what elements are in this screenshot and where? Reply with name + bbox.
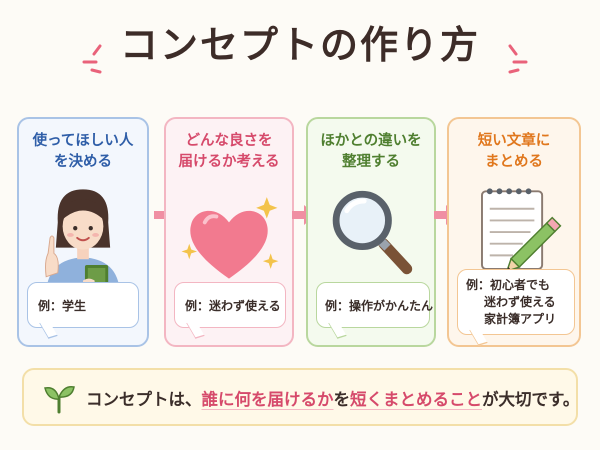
student-illustration-icon	[45, 189, 120, 293]
step-title: どんな良さを 届けるか考える	[178, 133, 280, 170]
sparkle-icon	[508, 44, 528, 74]
heart-icon	[181, 197, 279, 279]
step-title: 短い文章に まとめる	[477, 133, 551, 170]
step-card-target-user: 使ってほしい人 を決める 例：学生	[17, 117, 149, 347]
summary-text: コンセプトは、誰に何を届けるかを短くまとめることが大切です。	[86, 390, 580, 409]
summary-highlight: 誰に何を届けるか	[201, 390, 334, 409]
step-card-difference: ほかとの違いを 整理する 例：操作がかんたん	[306, 117, 436, 347]
step-title: ほかとの違いを 整理する	[320, 133, 422, 170]
example-bubble: 例：初心者でも 迷わず使える 家計簿アプリ	[457, 269, 575, 346]
page-title: コンセプトの作り方	[119, 23, 480, 67]
notepad-pencil-icon	[481, 188, 562, 273]
example-bubble: 例：操作がかんたん	[316, 282, 433, 339]
step-title: 使ってほしい人 を決める	[32, 133, 134, 170]
step-card-value: どんな良さを 届けるか考える 例：迷わず使える	[164, 117, 294, 347]
sparkle-icon	[82, 44, 102, 74]
magnifier-icon	[332, 190, 413, 275]
summary-banner: コンセプトは、誰に何を届けるかを短くまとめることが大切です。	[22, 368, 580, 426]
example-bubble: 例：学生	[27, 282, 139, 339]
step-card-summarize: 短い文章に まとめる 例：初心者でも 迷わず使える 家計簿アプリ	[447, 117, 581, 347]
example-bubble: 例：迷わず使える	[174, 282, 286, 339]
sprout-icon	[44, 385, 75, 414]
summary-highlight: 短くまとめること	[350, 390, 482, 409]
